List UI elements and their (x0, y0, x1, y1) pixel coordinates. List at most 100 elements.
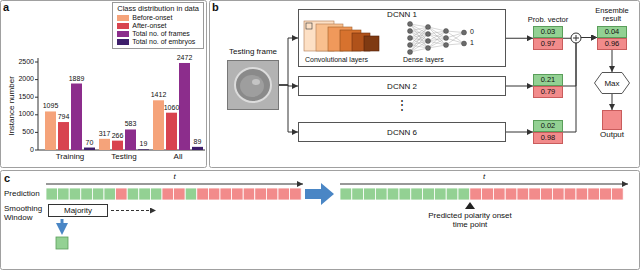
tick-label: 1000 (18, 110, 34, 118)
operation-name: Max (604, 79, 619, 88)
neuron (444, 43, 449, 48)
connector (612, 94, 613, 110)
panel-letter: b (212, 1, 219, 14)
prediction-cell (541, 188, 553, 200)
bar-value: 1412 (151, 91, 167, 99)
network-box: DCNN 6 (298, 122, 506, 142)
neuron (444, 29, 449, 34)
panel-border (1, 1, 207, 168)
legend-row: After-onset (117, 22, 199, 30)
connector (279, 38, 298, 85)
connector (612, 50, 613, 73)
prediction-cell (290, 188, 302, 200)
class-label: 0 (470, 28, 474, 36)
probability-vector: 0.210.79 (533, 74, 563, 98)
panel-border (1, 171, 640, 270)
bar (166, 113, 177, 150)
network-box: DCNN 1Convolutional layersDense layers01 (298, 9, 506, 67)
prediction-cell (266, 188, 278, 200)
bar-value: 583 (125, 120, 137, 128)
network-name: DCNN 6 (387, 128, 417, 137)
vector-cells: 0.210.79 (533, 74, 563, 98)
neuron-link (446, 33, 464, 46)
time-label: t (173, 172, 175, 181)
tick-label: 2000 (18, 75, 34, 83)
vector-cells: 0.040.96 (597, 26, 627, 50)
tick-label: 1500 (18, 93, 34, 101)
prediction-cell (58, 188, 70, 200)
legend-row: Total no. of frames (117, 30, 199, 38)
bar-value: 2472 (177, 54, 193, 62)
prediction-cell (588, 188, 600, 200)
prediction-cell (611, 188, 623, 200)
hexagon-outline (595, 73, 630, 94)
connector (563, 38, 597, 133)
embryo-zona (235, 68, 271, 102)
legend-swatch (117, 31, 129, 37)
transform-arrow (305, 183, 334, 205)
bar-value: 1060 (164, 104, 180, 112)
legend-label: Before-onset (132, 14, 172, 22)
neuron (408, 22, 413, 27)
legend-swatch (117, 39, 129, 45)
panel-letter: c (4, 172, 10, 185)
sum-symbol (576, 35, 577, 41)
bar-value: 19 (140, 140, 148, 148)
neuron-link (446, 33, 464, 39)
tick-mark (35, 97, 38, 98)
legend-row: Before-onset (117, 14, 199, 22)
majority-arrow (61, 219, 64, 231)
connector (506, 38, 533, 39)
output-square (602, 110, 622, 130)
prediction-cell (92, 188, 104, 200)
neuron (408, 29, 413, 34)
prediction-cell (116, 188, 128, 200)
conv-filter (306, 23, 312, 29)
connector (506, 86, 533, 87)
neuron-link (410, 27, 428, 38)
legend-label: After-onset (132, 22, 166, 30)
network-name: DCNN 1 (299, 10, 505, 19)
bar-value: 70 (86, 139, 94, 147)
neuron-link (446, 44, 464, 46)
bar (71, 84, 82, 150)
prediction-cell (517, 188, 529, 200)
neuron (462, 30, 467, 35)
prediction-cell (255, 188, 267, 200)
neuron-link (428, 45, 446, 48)
embryo-cell (240, 75, 264, 97)
connector (279, 85, 298, 132)
panel-border (210, 1, 640, 168)
prediction-cell (552, 188, 564, 200)
prediction-cell (423, 188, 435, 200)
prediction-cell (505, 188, 517, 200)
legend-swatch (117, 23, 129, 29)
vector-heading: Ensemble result (590, 7, 634, 24)
neuron-link (446, 31, 464, 44)
smoothed-cell (56, 237, 68, 249)
category-label: Testing (111, 152, 136, 161)
bar-group (45, 63, 203, 150)
prediction-cell (232, 188, 244, 200)
prediction-cell (458, 188, 470, 200)
neuron (426, 46, 431, 51)
onset-marker (465, 202, 475, 209)
prediction-cell (69, 188, 81, 200)
neuron-link (410, 24, 428, 48)
probability-vector: Prob. vector0.030.97 (526, 16, 570, 50)
prediction-cell (46, 188, 58, 200)
network-box: DCNN 2 (298, 76, 506, 96)
prediction-cell (185, 188, 197, 200)
prediction-cell (529, 188, 541, 200)
prediction-sequence (46, 188, 623, 200)
image-frame (227, 60, 279, 110)
prediction-cell (220, 188, 232, 200)
time-axis (340, 184, 628, 185)
prediction-cell (278, 188, 290, 200)
layer-label: Dense layers (403, 56, 444, 64)
legend-box: Class distribution in dataBefore-onsetAf… (112, 2, 204, 49)
prediction-cell (399, 188, 411, 200)
prediction-cell (352, 188, 364, 200)
tick-mark (35, 79, 38, 80)
